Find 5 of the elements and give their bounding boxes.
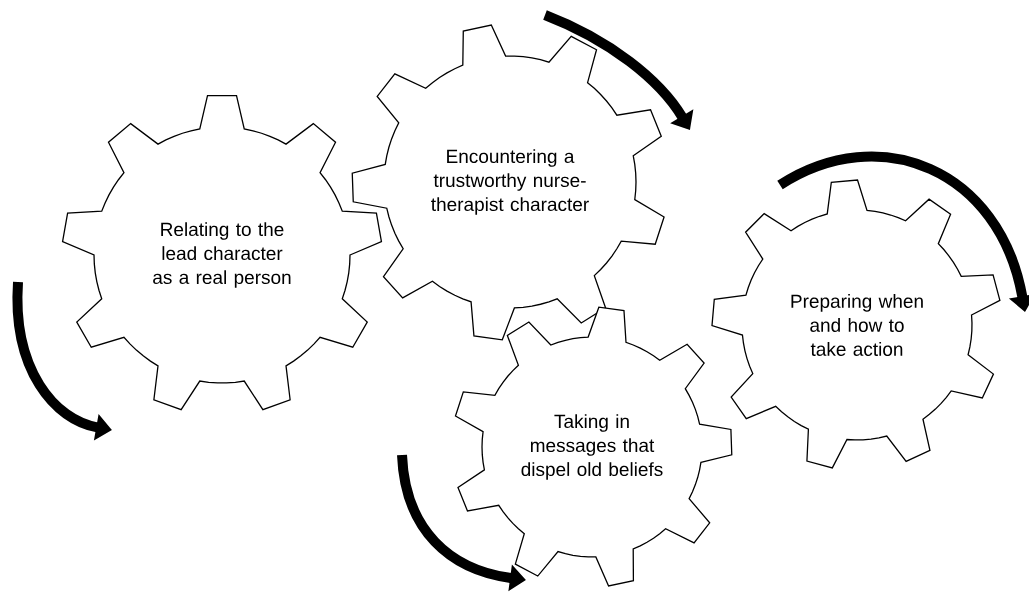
gear: Preparing when and how to take action (711, 179, 1001, 469)
gear: Relating to the lead character as a real person (61, 95, 383, 411)
node-label: Taking in messages that dispel old beliefs (521, 414, 663, 480)
gear: Taking in messages that dispel old beliefs (454, 306, 733, 587)
gear: Encountering a trustworthy nurse-therapist character (351, 24, 665, 341)
